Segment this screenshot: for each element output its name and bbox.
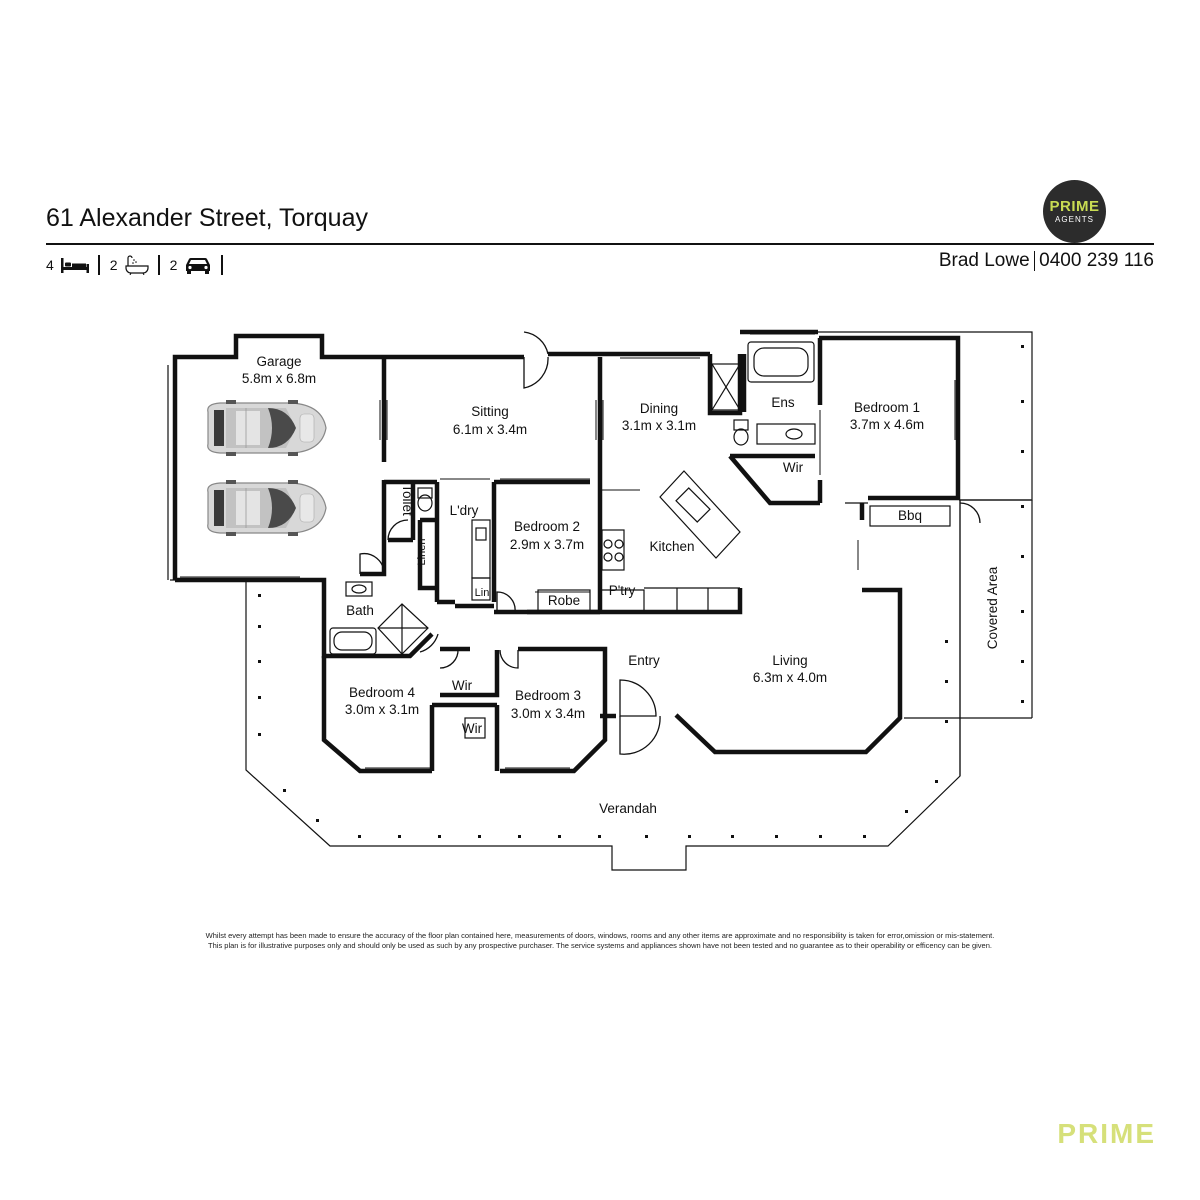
- car-2: [207, 479, 327, 537]
- logo-prime-text: PRIME: [1049, 197, 1100, 215]
- car-icon: [186, 257, 211, 274]
- car-1: [207, 399, 327, 457]
- feature-separator: [157, 255, 160, 275]
- bed-icon: [60, 258, 89, 273]
- dining-size: 3.1m x 3.1m: [622, 418, 696, 433]
- lin-label: Lin: [475, 587, 490, 599]
- prime-brand-mark: PRIME: [1057, 1118, 1156, 1149]
- robe-label: Robe: [548, 593, 580, 608]
- entry-label: Entry: [628, 653, 660, 668]
- garage-label: Garage: [256, 354, 301, 369]
- agent-name[interactable]: Brad Lowe: [938, 250, 1030, 271]
- covered-area-outline: [904, 500, 1033, 776]
- disclaimer-line-2: This plan is for illustrative purposes o…: [208, 941, 992, 950]
- agent-phone[interactable]: 0400 239 116: [1039, 250, 1154, 271]
- door-swings: [359, 331, 981, 755]
- prime-agents-logo: PRIME AGENTS: [1043, 180, 1106, 243]
- bedroom-1-label: Bedroom 1: [854, 400, 920, 415]
- fixtures: [329, 341, 951, 739]
- contact-divider: [1033, 251, 1036, 271]
- disclaimer: Whilst every attempt has been made to en…: [0, 931, 1200, 951]
- bathroom-count: 2: [109, 257, 118, 273]
- disclaimer-line-1: Whilst every attempt has been made to en…: [205, 931, 995, 940]
- bedroom-3-size: 3.0m x 3.4m: [511, 706, 585, 721]
- feature-separator: [97, 255, 100, 275]
- sitting-size: 6.1m x 3.4m: [453, 422, 527, 437]
- covered-area-label: Covered Area: [985, 566, 1000, 649]
- feature-separator: [221, 255, 224, 275]
- linen-label: Linen: [416, 539, 428, 566]
- laundry-label: L'dry: [450, 503, 479, 518]
- windows: [180, 333, 956, 769]
- bedroom-3-label: Bedroom 3: [515, 688, 581, 703]
- bathtub-icon: [124, 255, 149, 275]
- bedroom-count: 4: [46, 257, 54, 273]
- garage-size: 5.8m x 6.8m: [242, 371, 316, 386]
- bathroom-feature: 2: [110, 255, 150, 275]
- verandah-posts: [258, 345, 1024, 838]
- dining-label: Dining: [640, 401, 678, 416]
- bedroom-feature: 4: [46, 256, 90, 274]
- bedroom-4-size: 3.0m x 3.1m: [345, 702, 419, 717]
- living-size: 6.3m x 4.0m: [753, 670, 827, 685]
- car-feature: 2: [170, 256, 214, 274]
- wir-bedroom-4-label: Wir: [452, 678, 473, 693]
- bedroom-2-size: 2.9m x 3.7m: [510, 537, 584, 552]
- wir-bedroom-3-label: Wir: [462, 721, 483, 736]
- verandah-label: Verandah: [599, 801, 657, 816]
- bedroom-1-size: 3.7m x 4.6m: [850, 417, 924, 432]
- agent-contact: Brad Lowe 0400 239 116: [939, 250, 1154, 272]
- property-address: 61 Alexander Street, Torquay: [46, 204, 368, 232]
- property-features: 4 2 2: [46, 254, 233, 276]
- sitting-label: Sitting: [471, 404, 509, 419]
- living-label: Living: [772, 653, 807, 668]
- kitchen-label: Kitchen: [649, 539, 694, 554]
- pantry-label: P'try: [609, 583, 636, 598]
- bath-label: Bath: [346, 603, 374, 618]
- wir-bedroom-1-label: Wir: [783, 460, 804, 475]
- toilet-label: Toilet: [400, 484, 415, 516]
- header-divider: [46, 243, 1154, 245]
- bbq-label: Bbq: [898, 508, 922, 523]
- logo-agents-text: AGENTS: [1055, 214, 1094, 224]
- bedroom-2-label: Bedroom 2: [514, 519, 580, 534]
- car-count: 2: [169, 257, 178, 273]
- ensuite-label: Ens: [771, 395, 795, 410]
- bedroom-4-label: Bedroom 4: [349, 685, 416, 700]
